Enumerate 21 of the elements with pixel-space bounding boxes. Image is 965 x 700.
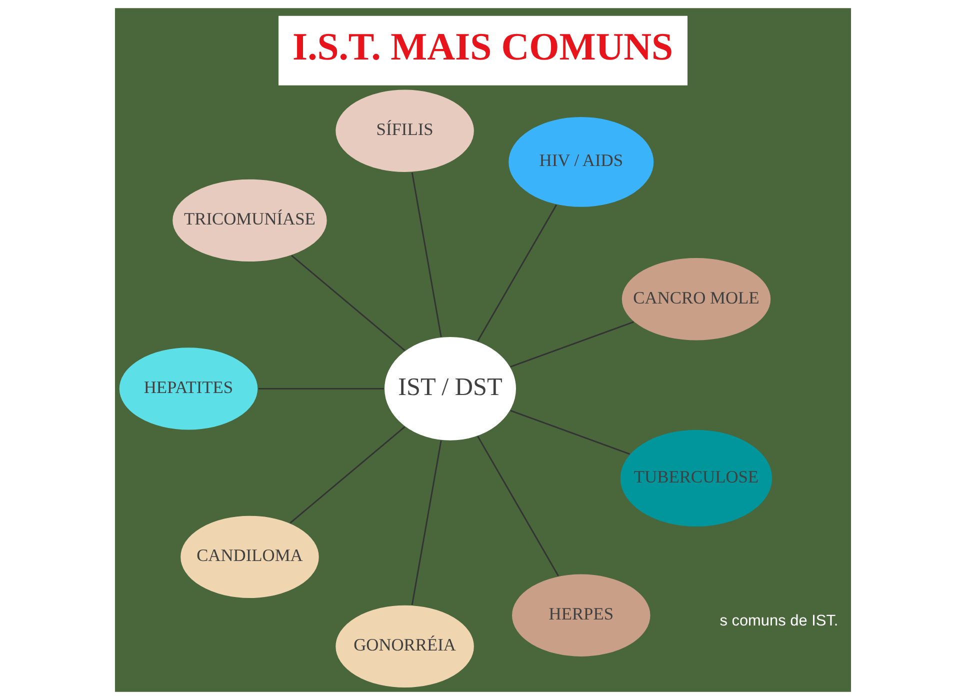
node-ellipse: HIV / AIDS — [507, 116, 654, 208]
connector — [258, 388, 384, 390]
connector — [410, 172, 442, 337]
connector — [289, 426, 405, 524]
connector — [510, 410, 630, 455]
connector — [290, 255, 405, 352]
connector — [476, 204, 557, 342]
node-ellipse: HERPES — [510, 573, 651, 658]
node-ellipse: CANCRO MOLE — [620, 257, 772, 342]
node-ellipse: SÍFILIS — [334, 88, 474, 173]
node-ellipse: IST / DST — [383, 336, 516, 442]
connector — [510, 321, 634, 368]
node-ellipse: TUBERCULOSE — [618, 428, 773, 528]
label: s comuns de IST. — [719, 612, 838, 630]
connector — [476, 436, 558, 576]
node-ellipse: TRICOMUNÍASE — [171, 178, 328, 262]
connector — [410, 440, 442, 606]
node-ellipse: GONORRÉIA — [334, 604, 474, 689]
diagram-title: I.S.T. MAIS COMUNS — [292, 26, 673, 68]
node-ellipse: CANDILOMA — [179, 514, 320, 599]
node-ellipse: HEPATITES — [118, 346, 258, 431]
